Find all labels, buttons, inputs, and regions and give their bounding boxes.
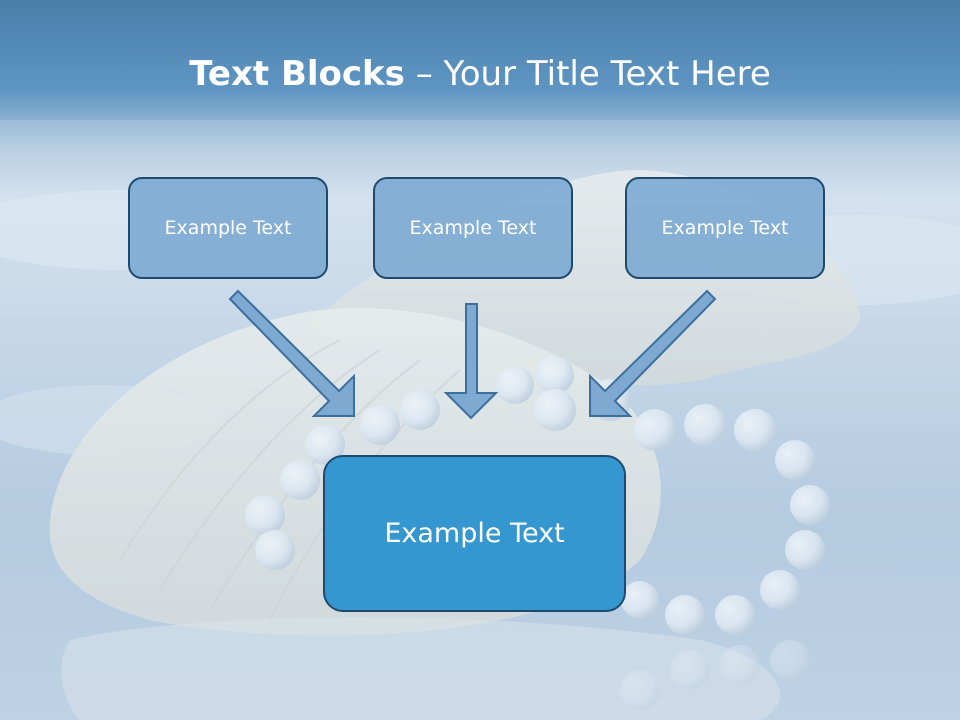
text-block-3-label: Example Text bbox=[661, 217, 789, 239]
title-rest-part: – Your Title Text Here bbox=[404, 54, 771, 94]
text-block-2[interactable]: Example Text bbox=[373, 177, 573, 279]
text-block-1-label: Example Text bbox=[164, 217, 292, 239]
slide-title: Text Blocks – Your Title Text Here bbox=[0, 52, 960, 96]
center-text-block[interactable]: Example Text bbox=[323, 455, 626, 612]
text-block-2-label: Example Text bbox=[409, 217, 537, 239]
text-block-1[interactable]: Example Text bbox=[128, 177, 328, 279]
text-block-3[interactable]: Example Text bbox=[625, 177, 825, 279]
title-bold-part: Text Blocks bbox=[189, 54, 405, 94]
center-text-block-label: Example Text bbox=[384, 518, 565, 549]
